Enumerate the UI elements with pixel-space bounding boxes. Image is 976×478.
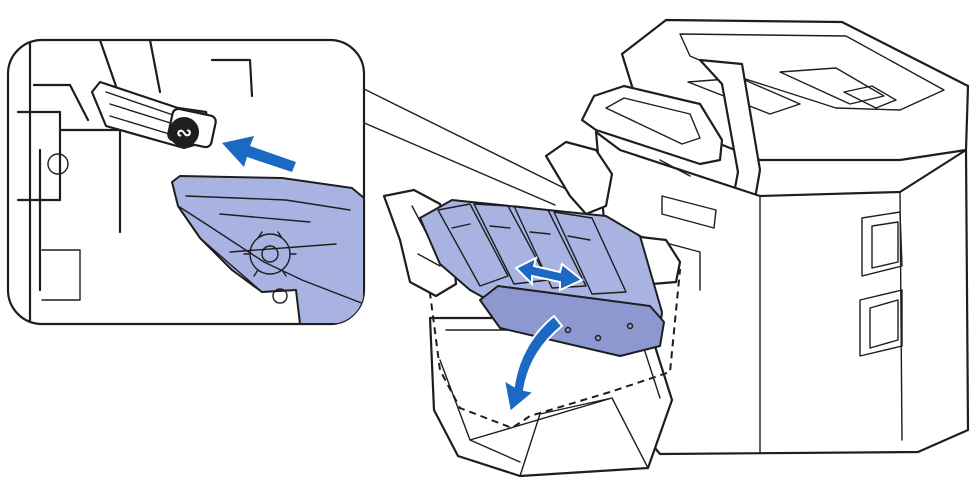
toner-bay-4	[553, 211, 627, 295]
toner-bay-3	[513, 205, 587, 289]
drum-unit-front-face	[479, 285, 665, 357]
printer-machine	[426, 18, 970, 478]
body-panel-lines	[609, 159, 903, 453]
push-arrow-icon	[222, 136, 296, 172]
drum-end-cylinder: ∾	[90, 80, 217, 150]
callout-badge	[169, 117, 199, 147]
control-panel	[580, 84, 724, 166]
right-hand	[544, 140, 614, 216]
interior-screw	[47, 153, 69, 175]
side-recess-upper	[861, 211, 903, 277]
callout-connector-top	[361, 87, 569, 191]
callout-connector-bottom	[361, 121, 556, 206]
side-recess-lower	[859, 289, 903, 357]
toner-bay-1	[437, 203, 509, 287]
slide-double-arrow-icon	[514, 256, 584, 292]
zoom-callout: ∾	[6, 38, 569, 326]
drum-unit-end-zoomed	[171, 175, 364, 324]
touchscreen	[605, 97, 701, 145]
adf-tray	[679, 33, 945, 115]
callout-badge-symbol: ∾	[176, 122, 192, 144]
interior-slot	[41, 249, 81, 301]
rotate-down-arrow-icon	[502, 314, 564, 414]
